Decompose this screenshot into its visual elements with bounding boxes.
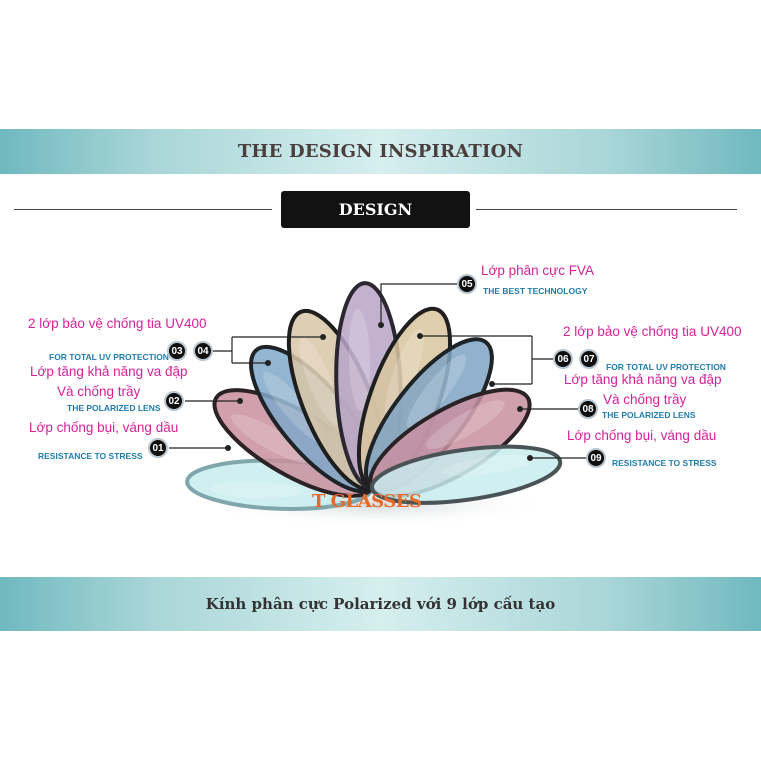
layer-07-badge: 07 bbox=[579, 349, 599, 369]
layer-08-label-line1: Lớp tăng khả năng va đập bbox=[564, 372, 722, 387]
layer-07-label: 2 lớp bảo vệ chống tia UV400 bbox=[563, 324, 742, 339]
layer-02-label-line2: Và chống trầy bbox=[57, 384, 141, 399]
page-title: THE DESIGN INSPIRATION bbox=[237, 141, 524, 162]
layer-08-sublabel: THE POLARIZED LENS bbox=[602, 410, 696, 420]
header-band: THE DESIGN INSPIRATION bbox=[0, 129, 761, 174]
divider-right bbox=[476, 209, 737, 210]
layer-05-badge: 05 bbox=[457, 274, 477, 294]
layer-01-badge: 01 bbox=[148, 438, 168, 458]
layer-02-badge: 02 bbox=[164, 391, 184, 411]
layer-06-badge: 06 bbox=[553, 349, 573, 369]
layer-05-label: Lớp phân cực FVA bbox=[481, 263, 594, 278]
design-heading: DESIGN bbox=[338, 200, 413, 219]
layer-02-sublabel: THE POLARIZED LENS bbox=[67, 403, 161, 413]
layer-09-sublabel: RESISTANCE TO STRESS bbox=[612, 458, 717, 468]
layer-01-label: Lớp chống bụi, váng dầu bbox=[29, 420, 179, 435]
layer-08-label-line2: Và chống trầy bbox=[603, 392, 687, 407]
layer-07-sublabel: FOR TOTAL UV PROTECTION bbox=[606, 362, 726, 372]
layer-05-sublabel: THE BEST TECHNOLOGY bbox=[483, 286, 588, 296]
layer-04-label: 2 lớp bảo vệ chống tia UV400 bbox=[28, 316, 207, 331]
brand-logo-text: T GLASSES bbox=[312, 491, 422, 512]
layer-03-badge: 03 bbox=[167, 341, 187, 361]
lens-09 bbox=[369, 444, 563, 505]
layer-04-badge: 04 bbox=[193, 341, 213, 361]
layer-08-badge: 08 bbox=[578, 399, 598, 419]
layer-04-sublabel: FOR TOTAL UV PROTECTION bbox=[49, 352, 169, 362]
layer-09-badge: 09 bbox=[586, 448, 606, 468]
layer-09-label: Lớp chống bụi, váng dầu bbox=[567, 428, 717, 443]
divider-left bbox=[14, 209, 272, 210]
layer-01-sublabel: RESISTANCE TO STRESS bbox=[38, 451, 143, 461]
footer-caption: Kính phân cực Polarized với 9 lớp cấu tạ… bbox=[205, 595, 556, 613]
design-heading-box: DESIGN bbox=[281, 191, 470, 228]
layer-02-label-line1: Lớp tăng khả năng va đập bbox=[30, 364, 188, 379]
footer-band: Kính phân cực Polarized với 9 lớp cấu tạ… bbox=[0, 577, 761, 631]
